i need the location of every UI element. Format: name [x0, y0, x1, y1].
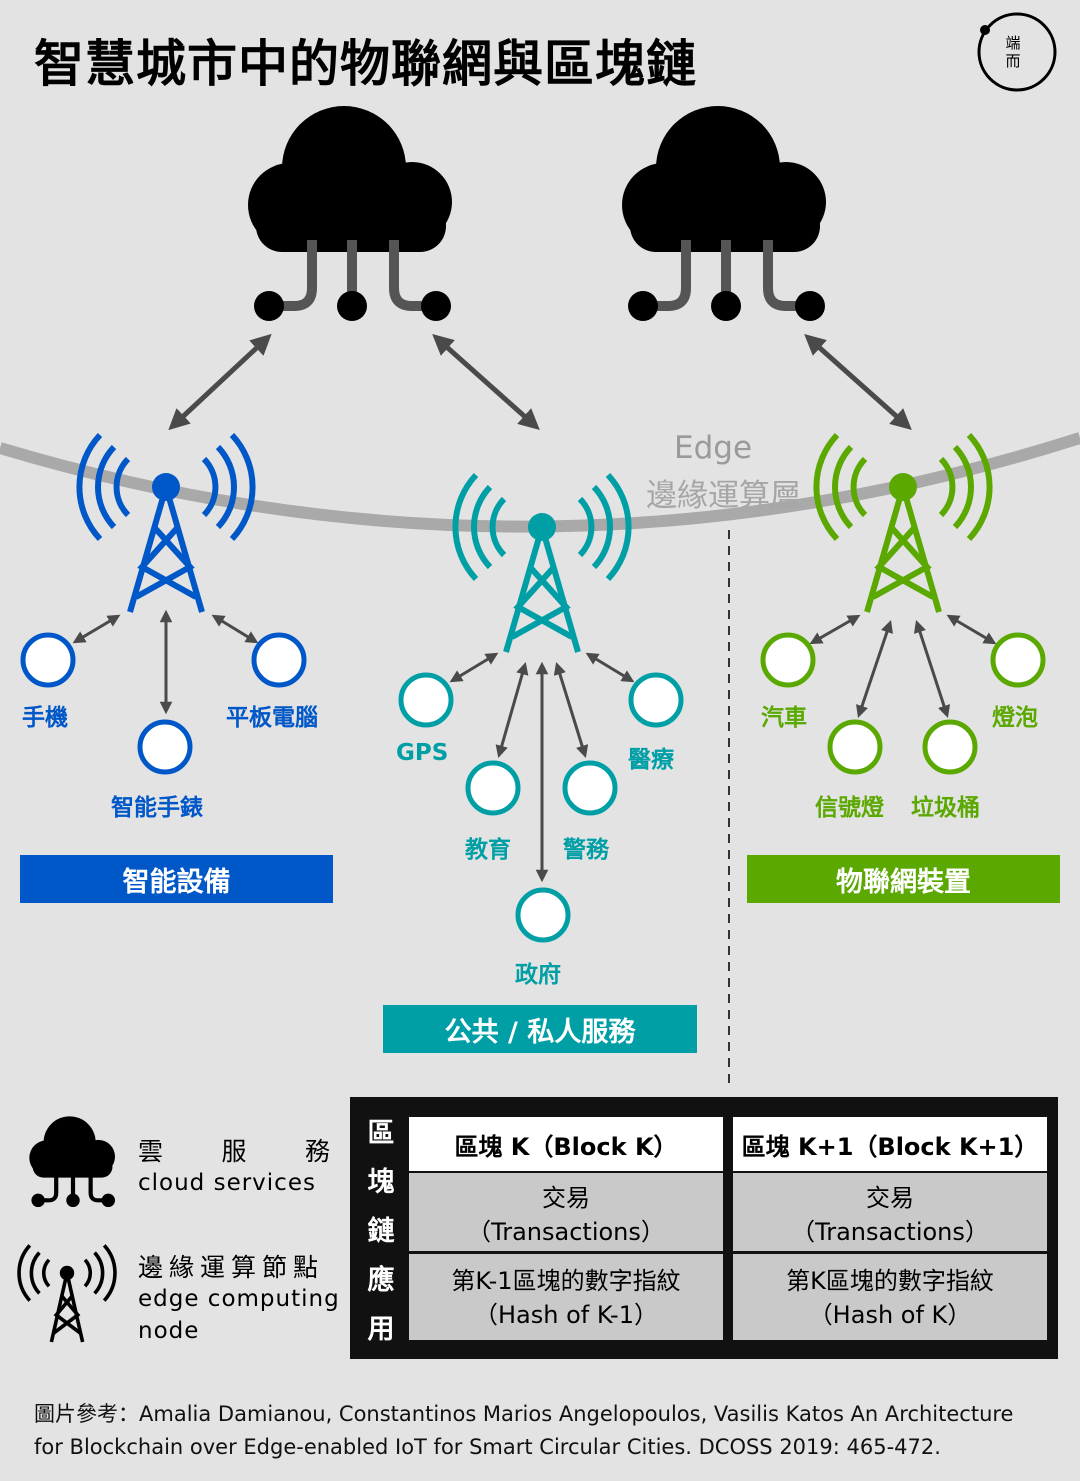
device-label-phone: 手機 [22, 705, 68, 731]
group-band-iot-devices: 物聯網裝置 [747, 855, 1060, 903]
blockchain-label-char: 鏈 [367, 1216, 395, 1247]
cloud-edge-arrows [168, 333, 912, 431]
block-k-plus-1: 區塊 K+1（Block K+1） 交易 （Transactions） 第K區塊… [733, 1117, 1047, 1340]
device-node [990, 632, 1046, 688]
block-k: 區塊 K（Block K） 交易 （Transactions） 第K-1區塊的數… [409, 1117, 723, 1340]
hash-zh: 第K-1區塊的數字指紋 [451, 1267, 681, 1295]
blockchain-label-char: 區 [367, 1118, 395, 1149]
device-node [562, 760, 618, 816]
hash-en: （Hash of K-1） [473, 1301, 658, 1329]
legend-edge-en-1: edge computing [138, 1286, 340, 1312]
cloud-icon [248, 106, 452, 321]
page-title: 智慧城市中的物聯網與區塊鏈 [34, 35, 697, 93]
cloud-icon [29, 1116, 115, 1208]
initium-media-logo: 端 而 [977, 12, 1057, 92]
device-node [398, 672, 454, 728]
device-label-traffic-light: 信號燈 [815, 795, 884, 821]
hash-en: （Hash of K） [808, 1301, 972, 1329]
legend-cloud-en: cloud services [138, 1170, 316, 1196]
blockchain-vertical-label: 區 塊 鏈 應 用 [364, 1109, 398, 1354]
transactions-zh: 交易 [866, 1184, 914, 1212]
device-node [465, 760, 521, 816]
transactions-zh: 交易 [542, 1184, 590, 1212]
svg-text:端: 端 [1005, 34, 1020, 52]
device-node [628, 672, 684, 728]
antenna-tower-icon [452, 472, 632, 653]
svg-text:而: 而 [1005, 52, 1020, 70]
device-label-car: 汽車 [761, 705, 807, 731]
block-hash: 第K區塊的數字指紋 （Hash of K） [733, 1254, 1047, 1340]
block-transactions: 交易 （Transactions） [733, 1173, 1047, 1251]
reference-note: 圖片參考：Amalia Damianou, Constantinos Mario… [34, 1398, 1013, 1464]
block-hash: 第K-1區塊的數字指紋 （Hash of K-1） [409, 1254, 723, 1340]
antenna-tower-icon [17, 1244, 117, 1343]
antenna-tower-icon [76, 432, 256, 613]
legend-edge-en-2: node [138, 1318, 200, 1344]
transactions-en: （Transactions） [467, 1218, 665, 1246]
device-arrows [72, 609, 997, 883]
blockchain-label-char: 用 [367, 1314, 395, 1345]
edge-layer-label-en: Edge [674, 430, 753, 466]
block-transactions: 交易 （Transactions） [409, 1173, 723, 1251]
device-label-medical: 醫療 [628, 747, 674, 773]
device-node [922, 719, 978, 775]
blockchain-label-char: 應 [367, 1265, 395, 1296]
reference-line-2: for Blockchain over Edge-enabled IoT for… [34, 1435, 941, 1459]
device-node [137, 719, 193, 775]
blockchain-label-char: 塊 [367, 1167, 395, 1198]
device-node [515, 887, 571, 943]
group-band-smart-devices: 智能設備 [20, 855, 333, 903]
device-label-smartwatch: 智能手錶 [111, 795, 203, 821]
hash-zh: 第K區塊的數字指紋 [786, 1267, 994, 1295]
transactions-en: （Transactions） [791, 1218, 989, 1246]
device-node [760, 632, 816, 688]
reference-line-1: 圖片參考：Amalia Damianou, Constantinos Mario… [34, 1402, 1014, 1426]
device-label-trash-bin: 垃圾桶 [911, 795, 980, 821]
device-node [251, 632, 307, 688]
edge-layer-label-zh: 邊緣運算層 [646, 478, 801, 514]
legend-edge-zh: 邊緣運算節點 [138, 1253, 325, 1282]
device-label-education: 教育 [465, 837, 511, 863]
cloud-icon [622, 106, 826, 321]
device-label-police: 警務 [563, 837, 609, 863]
legend-cloud-zh: 雲 服 務 [138, 1137, 330, 1166]
device-label-gps: GPS [396, 740, 449, 766]
block-header: 區塊 K（Block K） [409, 1117, 723, 1171]
block-header: 區塊 K+1（Block K+1） [733, 1117, 1047, 1171]
device-label-government: 政府 [515, 962, 561, 988]
group-band-public-services: 公共 / 私人服務 [383, 1005, 697, 1053]
device-label-tablet: 平板電腦 [226, 705, 318, 731]
device-label-lightbulb: 燈泡 [992, 705, 1038, 731]
antenna-tower-icon [813, 432, 993, 613]
device-node [827, 719, 883, 775]
blockchain-application-table: 區 塊 鏈 應 用 區塊 K（Block K） 交易 （Transactions… [350, 1097, 1058, 1359]
device-node [20, 632, 76, 688]
